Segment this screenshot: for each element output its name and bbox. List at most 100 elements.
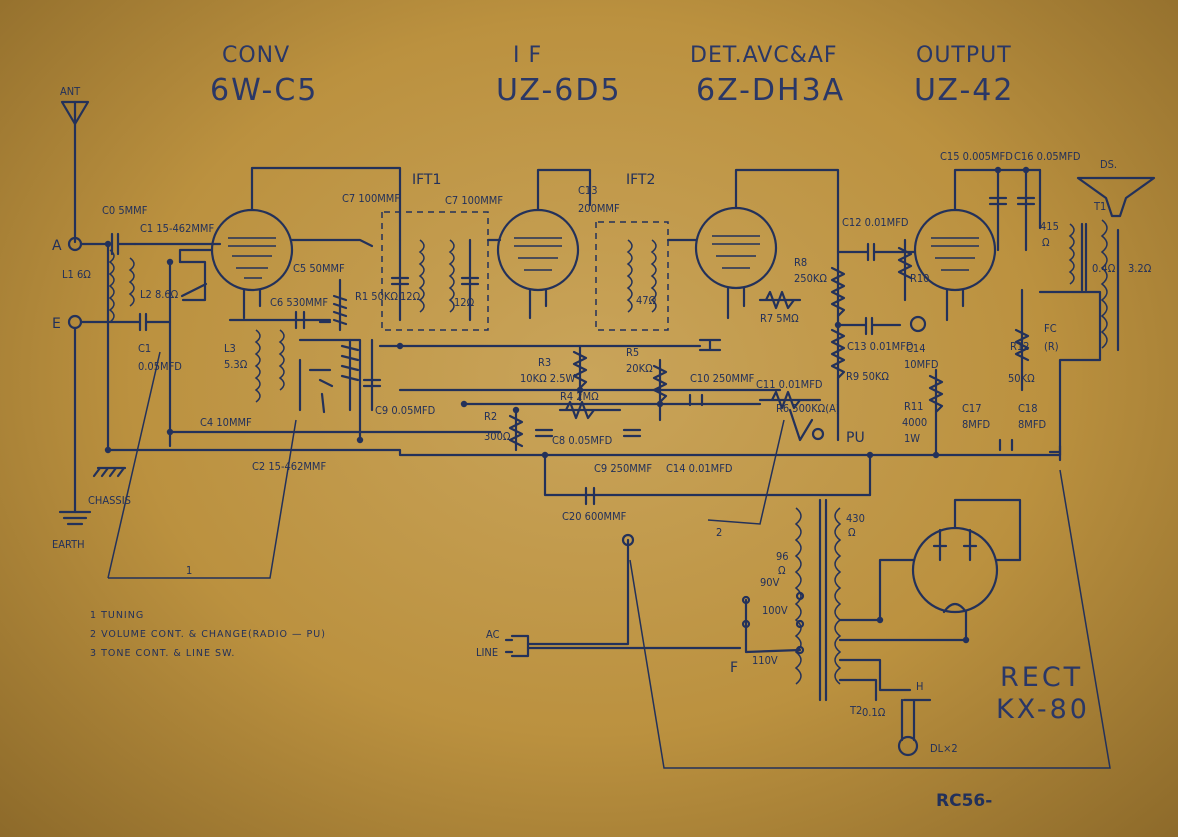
c1-label: C1 [138,342,151,355]
model-number: RC56- [936,791,992,811]
t2-r1-label: 430 [846,512,865,525]
t1-sec2-label: 3.2Ω [1128,262,1152,275]
h-label: H [916,680,923,693]
header-if-tube: UZ-6D5 [496,73,622,108]
header-det: DET.AVC&AF 6Z-DH3A [690,43,843,108]
ift1-label: IFT1 [412,172,441,188]
fc-value: (R) [1044,340,1059,353]
oscillator-section: L3 5.3Ω C5 50MMF C6 530MMF C4 10MMF C2 1… [200,262,436,473]
c9-label: C9 0.05MFD [375,404,436,417]
ift1: IFT1 C7 100MMF C7 100MMF 12Ω 12Ω [342,172,503,331]
antenna-coil-section: C0 5MMF C1 15-462MMF L1 6Ω L2 8.6Ω C1 0.… [62,204,222,452]
ift1-c1-label: C7 100MMF [342,192,400,205]
c12-label: C12 0.01MFD [842,216,909,229]
r1-label: R1 50KΩ [355,290,398,303]
legend-item-2: 2 VOLUME CONT. & CHANGE(RADIO — PU) [90,629,326,640]
c14b-value: 10MFD [904,358,939,371]
pu-label: PU [846,430,865,446]
tube-output: R10 C14 10MFD R11 4000 1W C17 8MFD C18 8… [897,168,1047,454]
ac-line-plug: AC LINE [476,533,742,659]
tap-100-label: 100V [762,604,788,617]
c0-label: C0 5MMF [102,204,148,217]
r2-label: R2 [484,410,497,423]
t2-r2-label: 96 [776,550,789,563]
dl-label: DL×2 [930,742,958,755]
legend: 1 TUNING 2 VOLUME CONT. & CHANGE(RADIO —… [90,610,326,659]
r3-value: 10KΩ 2.5W [520,372,576,385]
r8-value: 250KΩ [794,272,827,285]
pilot-r-label: 0.1Ω [862,706,886,719]
rect-role-label: RECT [1000,662,1083,693]
l3-label: L3 [224,342,236,355]
r12-label: R12 [1010,340,1029,353]
ift1-c2-label: C7 100MMF [445,194,503,207]
rectifier-tube: RECT KX-80 [838,498,1090,725]
rect-tube-label: KX-80 [996,694,1090,725]
fc-label: FC [1044,322,1057,335]
c6-label: C6 530MMF [270,296,328,309]
ift1-r1-label: 12Ω [400,290,421,303]
c4-label: C4 10MMF [200,416,252,429]
ganged-linkage: 1 2 [107,351,1111,769]
speaker-symbol: DS. [1076,158,1156,218]
ift2: C13 200MMF IFT2 47Ω [578,172,698,331]
l2-label: L2 8.6Ω [140,288,179,301]
terminal-a-label: A [52,238,62,254]
t1-r1-unit: Ω [1042,236,1050,249]
tube-det: R7 5MΩ [694,168,840,442]
header-output: OUTPUT UZ-42 [914,43,1012,108]
c17-label: C17 [962,402,982,415]
r8-label: R8 [794,256,807,269]
linkage-mark-2: 2 [716,526,722,539]
c2-var-label: C2 15-462MMF [252,460,326,473]
header-if: I F UZ-6D5 [496,43,622,108]
ds-label: DS. [1100,158,1117,171]
chassis-label: CHASSIS [88,494,131,507]
if-bias-section: R3 10KΩ 2.5W R4 2MΩ R2 300Ω C8 0.05MFD R… [484,344,668,475]
t1-label: T1 [1093,200,1106,213]
l1-label: L1 6Ω [62,268,91,281]
c15-label: C15 0.005MFD [940,150,1013,163]
c11-label: C11 0.01MFD [756,378,823,391]
l3-value: 5.3Ω [224,358,248,371]
c1-value: 0.05MFD [138,360,182,373]
r3-label: R3 [538,356,551,369]
c16-label: C16 0.05MFD [1014,150,1081,163]
ground-and-b-rails [106,290,1102,497]
ac-label: AC [486,628,500,641]
header-output-role: OUTPUT [916,43,1012,68]
tap-110-label: 110V [752,654,778,667]
earth-label: EARTH [52,538,85,551]
r9-label: R9 50KΩ [846,370,889,383]
t1-r1-label: 415 [1040,220,1059,233]
r5-label: R5 [626,346,639,359]
c9b-label: C9 250MMF [594,462,652,475]
c14-label: C14 0.01MFD [666,462,733,475]
terminal-e-label: E [52,316,61,332]
c5-label: C5 50MMF [293,262,345,275]
legend-item-1: 1 TUNING [90,610,144,621]
antenna-symbol: ANT A E EARTH CHASSIS [52,85,131,551]
c10-label: C10 250MMF [690,372,755,385]
c13-label: C13 [578,184,598,197]
header-if-role: I F [513,43,542,68]
ift2-r-label: 47Ω [636,294,657,307]
t1-sec-label: 0.4Ω [1092,262,1116,275]
r7-label: R7 5MΩ [760,312,799,325]
header-conv-role: CONV [222,43,290,68]
c18-label: C18 [1018,402,1038,415]
r11-value: 4000 [902,416,927,429]
tap-90-label: 90V [760,576,780,589]
det-section: R8 250KΩ C12 0.01MFD C13 0.01MFD R9 50KΩ… [666,216,917,475]
power-supply: C20 600MMF 430 Ω 96 Ω 90V 100V 110V F T2… [562,486,966,757]
r11-label: R11 [904,400,923,413]
r10-label: R10 [910,272,929,285]
output-transformer: C15 0.005MFD C16 0.05MFD T1 415 Ω 0.4Ω 3… [940,150,1152,392]
t2-label: T2 [849,704,862,717]
c8-label: C8 0.05MFD [552,434,613,447]
c13-value: 200MMF [578,202,620,215]
line-label: LINE [476,646,498,659]
tube-if [496,168,592,320]
